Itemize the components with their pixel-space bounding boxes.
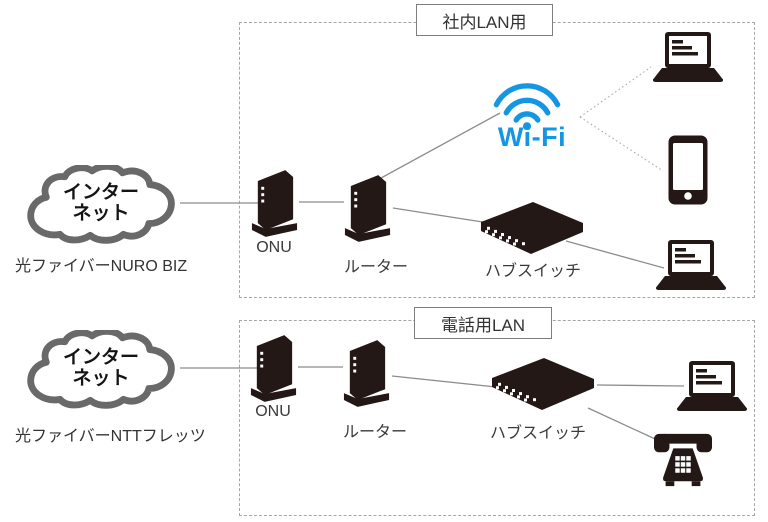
provider-label: 光ファイバーNURO BIZ <box>15 258 188 275</box>
section-phone-lan-title: 電話用LAN <box>414 307 552 339</box>
laptop-icon <box>676 361 748 413</box>
hub-switch-icon <box>478 201 586 255</box>
telephone-icon <box>654 430 712 490</box>
link-wifi-smartphone <box>579 116 664 172</box>
internet-cloud-label: インター ネット <box>62 182 139 224</box>
smartphone-icon <box>668 135 708 205</box>
provider-label: 光ファイバーNTTフレッツ <box>15 428 206 445</box>
onu-icon <box>248 333 299 404</box>
section-title-text: 社内LAN用 <box>442 12 527 32</box>
link-hub-telephone <box>587 407 667 445</box>
router-icon <box>342 173 393 244</box>
hub-switch-icon <box>489 357 597 411</box>
laptop-icon <box>655 240 727 292</box>
onu-label: ONU <box>255 403 291 420</box>
hub-switch-label: ハブスイッチ <box>484 263 581 280</box>
router-icon <box>341 338 392 409</box>
link-router-hub-2 <box>391 375 497 388</box>
section-title-text: 電話用LAN <box>440 315 526 335</box>
section-office-lan-title: 社内LAN用 <box>416 4 553 36</box>
link-wifi-laptop <box>579 66 652 118</box>
link-router-hub-1 <box>392 207 490 224</box>
onu-label: ONU <box>256 239 292 256</box>
onu-icon <box>249 168 300 239</box>
router-label: ルーター <box>343 259 408 276</box>
hub-switch-label: ハブスイッチ <box>489 425 586 442</box>
link-hub-laptop-2 <box>596 384 685 387</box>
laptop-icon <box>652 32 724 84</box>
router-label: ルーター <box>342 424 407 441</box>
link-router-wifi <box>380 112 501 179</box>
wifi-label: Wi-Fi <box>497 122 567 152</box>
internet-cloud-label: インター ネット <box>62 347 139 389</box>
link-hub-laptop-1 <box>565 240 665 269</box>
